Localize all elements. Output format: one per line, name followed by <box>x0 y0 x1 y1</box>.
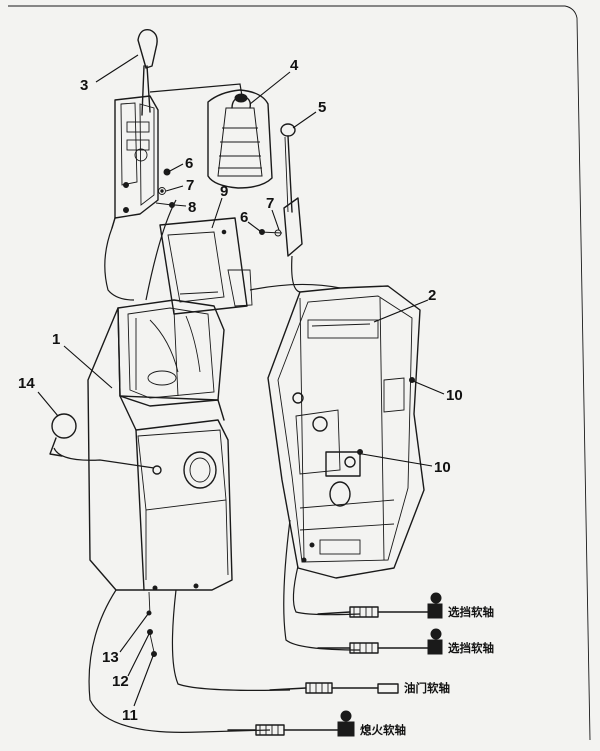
callout-6a: 6 <box>185 155 193 172</box>
callout-2: 2 <box>428 287 436 304</box>
control-box-housing <box>87 299 233 591</box>
callout-10a: 10 <box>446 387 463 404</box>
knob-14 <box>49 413 155 469</box>
callout-14: 14 <box>18 375 35 392</box>
callout-4: 4 <box>290 57 299 74</box>
cable-label-1: 选挡软轴 <box>448 605 494 619</box>
callout-10b: 10 <box>434 459 451 476</box>
callout-1: 1 <box>52 331 60 348</box>
callout-13: 13 <box>102 649 119 666</box>
callout-labels: 3 4 5 6 7 8 9 6 7 2 10 10 1 14 13 12 11 <box>18 57 463 724</box>
gear-shift-lever-assembly <box>111 29 159 229</box>
callout-6b: 6 <box>240 209 248 226</box>
callout-7b: 7 <box>266 195 274 212</box>
small-control-lever <box>259 123 303 257</box>
callout-5: 5 <box>318 99 326 116</box>
cable-name-labels: 选挡软轴 选挡软轴 油门软轴 熄火软轴 <box>360 605 494 737</box>
callout-12: 12 <box>112 673 129 690</box>
mounting-plate <box>159 217 253 315</box>
support-frame <box>267 285 425 579</box>
rubber-boot <box>207 89 273 189</box>
callout-11: 11 <box>122 707 138 724</box>
cable-label-3: 油门软轴 <box>404 681 450 695</box>
page-edge <box>8 5 591 741</box>
flex-shaft-1 <box>317 592 443 619</box>
callout-7a: 7 <box>186 177 194 194</box>
cable-label-2: 选挡软轴 <box>448 641 494 655</box>
flex-shaft-3 <box>269 682 399 694</box>
fasteners-left <box>155 168 175 208</box>
callout-8: 8 <box>188 199 196 216</box>
flex-shaft-4 <box>227 710 355 737</box>
flex-shaft-2 <box>317 628 443 655</box>
callout-3: 3 <box>80 77 88 94</box>
cable-label-4: 熄火软轴 <box>360 723 406 737</box>
connecting-cables <box>88 83 361 733</box>
leader-lines <box>37 54 445 707</box>
callout-9: 9 <box>220 183 228 200</box>
